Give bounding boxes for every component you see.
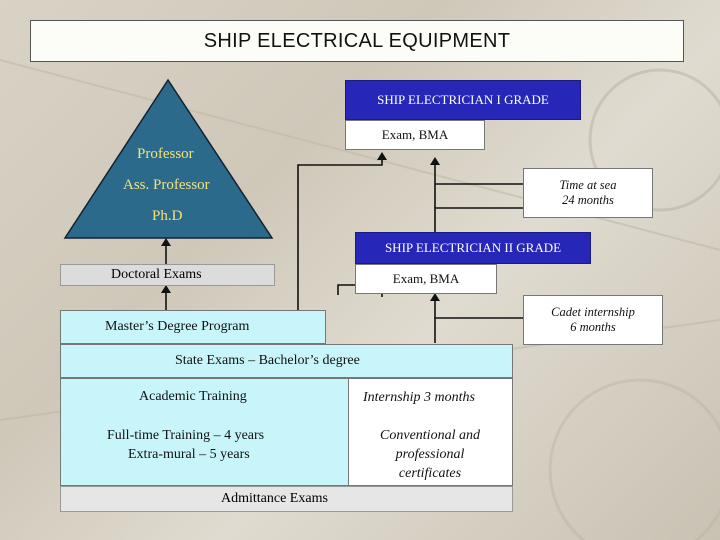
internship-box [348, 378, 513, 486]
page-title: SHIP ELECTRICAL EQUIPMENT [30, 20, 684, 62]
masters-program-box: Master’s Degree Program [60, 310, 326, 344]
pyramid-ass-professor-label: Ass. Professor [123, 177, 210, 193]
conventional-line2: professional [395, 447, 465, 462]
time-at-sea-box: Time at sea 24 months [523, 168, 653, 218]
grade2-title-box: SHIP ELECTRICIAN II GRADE [355, 232, 591, 264]
internship-label: Internship 3 months [363, 390, 475, 405]
arrowhead-grade1-right [430, 157, 440, 165]
academic-training-label: Academic Training [139, 389, 247, 404]
arrowhead-pyramid [161, 238, 171, 246]
arrowhead-doctoral [161, 285, 171, 293]
admittance-exams-box: Admittance Exams [60, 486, 513, 512]
conventional-line3: certificates [398, 466, 462, 481]
arrow-grade2-to-timeatsea [434, 207, 525, 232]
doctoral-exams-box: Doctoral Exams [60, 264, 275, 286]
conventional-line1: Conventional and [380, 428, 480, 443]
cadet-line1: Cadet internship [551, 305, 635, 319]
time-at-sea-line2: 24 months [562, 193, 614, 207]
grade1-title-box: SHIP ELECTRICIAN I GRADE [345, 80, 581, 120]
fulltime-line1: Full-time Training – 4 years [107, 428, 265, 443]
grade2-exam-box: Exam, BMA [355, 264, 497, 294]
academic-training-box [60, 378, 349, 486]
cadet-line2: 6 months [570, 320, 616, 334]
fulltime-line2: Extra-mural – 5 years [128, 447, 250, 462]
time-at-sea-line1: Time at sea [559, 178, 617, 192]
grade1-exam-box: Exam, BMA [345, 120, 485, 150]
arrowhead-grade1-left [377, 152, 387, 160]
state-exams-box: State Exams – Bachelor’s degree [60, 344, 513, 378]
pyramid-phd-label: Ph.D [152, 208, 183, 224]
arrowhead-grade2-right [430, 293, 440, 301]
conventional-certificates: Conventional and professional certificat… [350, 426, 510, 483]
pyramid-professor-label: Professor [137, 146, 194, 162]
cadet-internship-box: Cadet internship 6 months [523, 295, 663, 345]
